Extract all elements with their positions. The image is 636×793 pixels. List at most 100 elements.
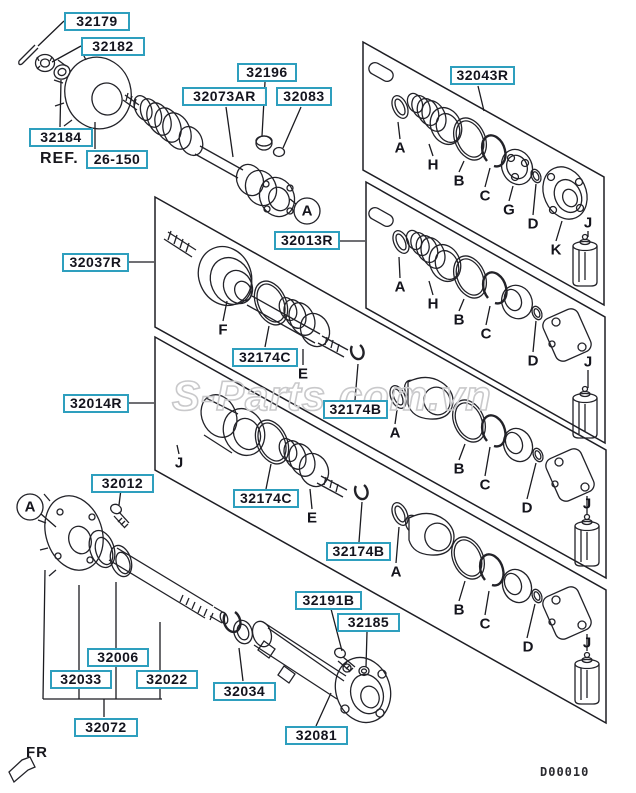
- part-label-26-150[interactable]: 26-150: [86, 150, 148, 169]
- part-letter-D: D: [523, 639, 534, 656]
- part-label-32043R[interactable]: 32043R: [450, 66, 515, 85]
- panel-32014r: [154, 335, 607, 725]
- part-letter-J: J: [175, 455, 183, 472]
- part-letter-J: J: [583, 496, 591, 513]
- part-label-32073AR[interactable]: 32073AR: [182, 87, 267, 106]
- part-letter-H: H: [428, 157, 439, 174]
- group-bracket-32072: [42, 569, 162, 717]
- kit-32037r-boot-parts: [389, 376, 600, 567]
- part-letter-E: E: [298, 366, 308, 383]
- spider-joint-g: [500, 148, 534, 186]
- part-label-32196[interactable]: 32196: [237, 63, 297, 82]
- part-label-32179[interactable]: 32179: [64, 12, 130, 31]
- part-label-32022[interactable]: 32022: [136, 670, 198, 689]
- grease-tube-j: [574, 513, 600, 567]
- bearing-ring: [88, 529, 116, 569]
- cv-boot: [404, 512, 455, 556]
- kit-panel-outlines: [154, 40, 607, 725]
- washer-32184: [53, 64, 71, 80]
- part-letter-J: J: [584, 215, 592, 232]
- diagram-code: D00010: [540, 765, 590, 779]
- driveshaft-32014r-drawing: [200, 394, 369, 501]
- part-letter-F: F: [218, 322, 227, 339]
- joint-race: [501, 568, 533, 604]
- kit-32014r-boot-parts: [391, 502, 600, 705]
- part-label-32174C[interactable]: 32174C: [232, 348, 298, 367]
- bearing-ring: [109, 544, 133, 578]
- driveshaft-32037r-drawing: [163, 230, 365, 361]
- axle-shaft-32072: [108, 547, 229, 625]
- bearing-case-32081: [251, 620, 392, 724]
- part-label-32012[interactable]: 32012: [91, 474, 154, 493]
- boot-clip-32174b: [353, 484, 369, 501]
- part-label-32174B[interactable]: 32174B: [326, 542, 391, 561]
- snap-ring-c: [478, 553, 505, 587]
- part-letter-A: A: [395, 140, 406, 157]
- bracket-flange: [542, 586, 592, 640]
- panel-slot-icon: [368, 61, 394, 83]
- panel-32013r: [365, 180, 606, 445]
- part-letter-H: H: [428, 296, 439, 313]
- part-label-32083[interactable]: 32083: [276, 87, 332, 106]
- cv-boot-e: [299, 312, 331, 348]
- joint-race: [502, 427, 534, 463]
- part-letter-A: A: [391, 564, 402, 581]
- hub-nut-32196: [255, 135, 273, 151]
- detail-circle-a: [16, 493, 44, 521]
- part-label-32033[interactable]: 32033: [50, 670, 112, 689]
- part-label-32174C[interactable]: 32174C: [233, 489, 299, 508]
- panel-slot-icon: [368, 206, 394, 228]
- part-letter-C: C: [480, 188, 491, 205]
- kit-32013r-parts: [392, 229, 598, 439]
- grease-tube-j: [572, 233, 598, 287]
- companion-flange-k: [542, 166, 588, 220]
- part-label-32174B[interactable]: 32174B: [323, 400, 388, 419]
- part-letter-B: B: [454, 602, 465, 619]
- grease-tube-j: [574, 651, 600, 705]
- part-label-32006[interactable]: 32006: [87, 648, 149, 667]
- washer-32185: [358, 665, 370, 677]
- part-label-32191B[interactable]: 32191B: [295, 591, 362, 610]
- grease-tube-j: [572, 385, 598, 439]
- part-label-32184[interactable]: 32184: [29, 128, 93, 147]
- part-letter-D: D: [528, 216, 539, 233]
- part-label-32037R[interactable]: 32037R: [62, 253, 129, 272]
- fr-direction-label: FR: [26, 744, 48, 761]
- part-letter-D: D: [522, 500, 533, 517]
- panel-32037r: [154, 195, 607, 580]
- fr-arrow-icon: [8, 756, 36, 784]
- outer-cv-boot-32073ar: [122, 92, 244, 179]
- part-label-32072[interactable]: 32072: [74, 718, 138, 737]
- joint-race: [501, 284, 533, 320]
- part-letter-A: A: [390, 425, 401, 442]
- part-label-32014R[interactable]: 32014R: [63, 394, 129, 413]
- part-letter-C: C: [480, 616, 491, 633]
- boot-clip-32174b: [349, 344, 365, 361]
- cv-boot: [403, 376, 454, 420]
- part-label-32034[interactable]: 32034: [213, 682, 276, 701]
- part-letter-A: A: [25, 499, 36, 516]
- snap-ring-c: [480, 134, 507, 168]
- part-letter-B: B: [454, 173, 465, 190]
- cv-boot-h: [406, 92, 463, 146]
- part-label-32081[interactable]: 32081: [285, 726, 348, 745]
- detail-circle-a: [293, 197, 321, 225]
- cotter-pin-32179: [18, 44, 39, 66]
- kit-32043r-parts: [391, 92, 598, 287]
- part-letter-G: G: [503, 202, 515, 219]
- part-letter-J: J: [584, 354, 592, 371]
- front-hub-assembly-drawing: [18, 44, 321, 225]
- part-letter-D: D: [528, 353, 539, 370]
- part-label-32013R[interactable]: 32013R: [274, 231, 340, 250]
- part-label-32182[interactable]: 32182: [81, 37, 145, 56]
- part-letter-C: C: [480, 477, 491, 494]
- bracket-flange: [545, 448, 595, 502]
- part-label-32185[interactable]: 32185: [337, 613, 400, 632]
- leader-lines: [37, 20, 589, 727]
- part-letter-K: K: [551, 242, 562, 259]
- inner-joint-flange: [235, 163, 296, 218]
- bolt-32012: [110, 503, 130, 529]
